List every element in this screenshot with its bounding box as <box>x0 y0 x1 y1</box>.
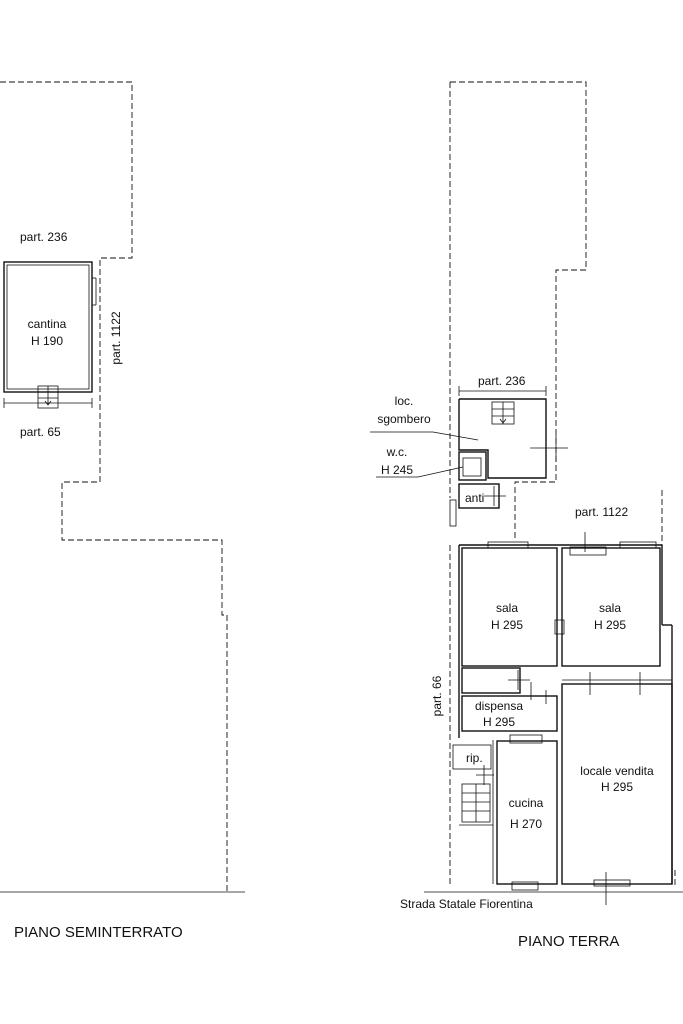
sala-left-height: H 295 <box>491 618 523 632</box>
seminterrato-part-65-label: part. 65 <box>20 425 61 439</box>
dispensa-height: H 295 <box>483 715 515 729</box>
dispensa-name: dispensa <box>475 699 523 713</box>
sala-left-room <box>461 547 558 667</box>
cantina-name-label: cantina <box>28 317 67 331</box>
sala-right-height: H 295 <box>594 618 626 632</box>
vendita-height: H 295 <box>601 780 633 794</box>
sgombero-label-line2: sgombero <box>377 412 431 426</box>
cantina-height-label: H 190 <box>31 334 63 348</box>
cucina-height: H 270 <box>510 817 542 831</box>
cucina-door <box>511 881 539 891</box>
terra-boundary-upper <box>450 81 587 540</box>
rip-room <box>452 744 492 770</box>
seminterrato-part-1122-label: part. 1122 <box>109 311 123 364</box>
terra-title: PIANO TERRA <box>518 933 619 950</box>
wc-room <box>458 451 487 481</box>
cucina-room <box>496 740 558 885</box>
wc-fixture-icon <box>462 457 482 477</box>
vendita-name: locale vendita <box>580 764 654 778</box>
sala-right-name: sala <box>599 601 621 615</box>
sgombero-room <box>458 398 547 479</box>
rip-label: rip. <box>466 751 483 765</box>
terra-part-1122-label: part. 1122 <box>575 505 628 519</box>
sgombero-label-line1: loc. <box>395 394 414 408</box>
wc-label-line2: H 245 <box>381 463 413 477</box>
street-label: Strada Statale Fiorentina <box>400 897 533 911</box>
seminterrato-title: PIANO SEMINTERRATO <box>14 924 183 941</box>
terra-part-236-label: part. 236 <box>478 374 526 388</box>
wc-label-line1: w.c. <box>386 445 408 459</box>
north-door <box>569 546 607 556</box>
seminterrato-part-236-label: part. 236 <box>20 230 68 244</box>
terra-part-66-label: part. 66 <box>430 675 444 716</box>
terra-plan: part. 236 part. 1122 part. 66 loc. sgomb… <box>370 81 683 950</box>
seminterrato-plan: part. 236 part. 65 part. 1122 cantina H … <box>0 81 245 941</box>
dispensa-room <box>461 695 558 732</box>
sala-right-room <box>561 547 661 667</box>
anti-label: anti <box>465 491 484 505</box>
storage-closet <box>461 667 521 694</box>
sala-left-name: sala <box>496 601 518 615</box>
locale-vendita-room <box>561 683 673 885</box>
seminterrato-boundary-upper <box>0 81 228 892</box>
cucina-name: cucina <box>509 796 544 810</box>
